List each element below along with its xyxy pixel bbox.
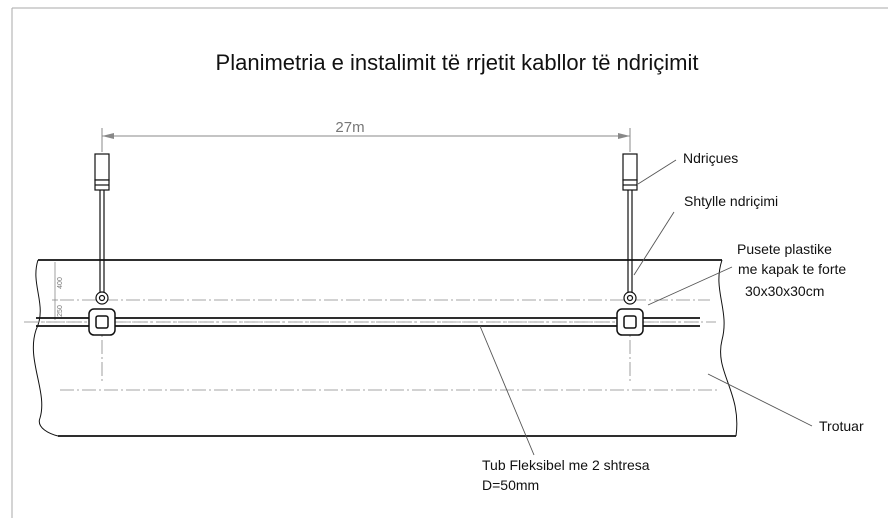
label-pipe-line1: Tub Fleksibel me 2 shtresa (482, 457, 650, 473)
label-pipe-line2: D=50mm (482, 477, 539, 493)
label-pit-line1: Pusete plastike (737, 241, 832, 257)
label-pit-line3: 30x30x30cm (745, 283, 824, 299)
dim-400: 400 (57, 277, 64, 289)
dim-250: 250 (57, 305, 64, 317)
luminaire-right (622, 153, 638, 191)
pit-right (616, 308, 644, 336)
drawing-title: Planimetria e instalimit të rrjetit kabl… (216, 50, 699, 75)
pole-base-right (623, 291, 637, 305)
pole-base-left (95, 291, 109, 305)
label-pole: Shtylle ndriçimi (684, 193, 778, 209)
label-luminaire: Ndriçues (683, 150, 738, 166)
street-band (32, 259, 738, 437)
label-pit-line2: me kapak te forte (738, 261, 846, 277)
pole-left (99, 190, 105, 294)
spacing-label: 27m (335, 119, 364, 136)
spacing-dimension (101, 128, 631, 152)
leader-lines (479, 159, 813, 456)
center-lines (24, 299, 720, 391)
pole-right (627, 190, 633, 294)
label-sidewalk: Trotuar (819, 418, 864, 434)
pit-left (88, 308, 116, 336)
luminaire-left (94, 153, 110, 191)
offset-dimensions (52, 262, 58, 320)
flexible-pipe (36, 317, 700, 327)
